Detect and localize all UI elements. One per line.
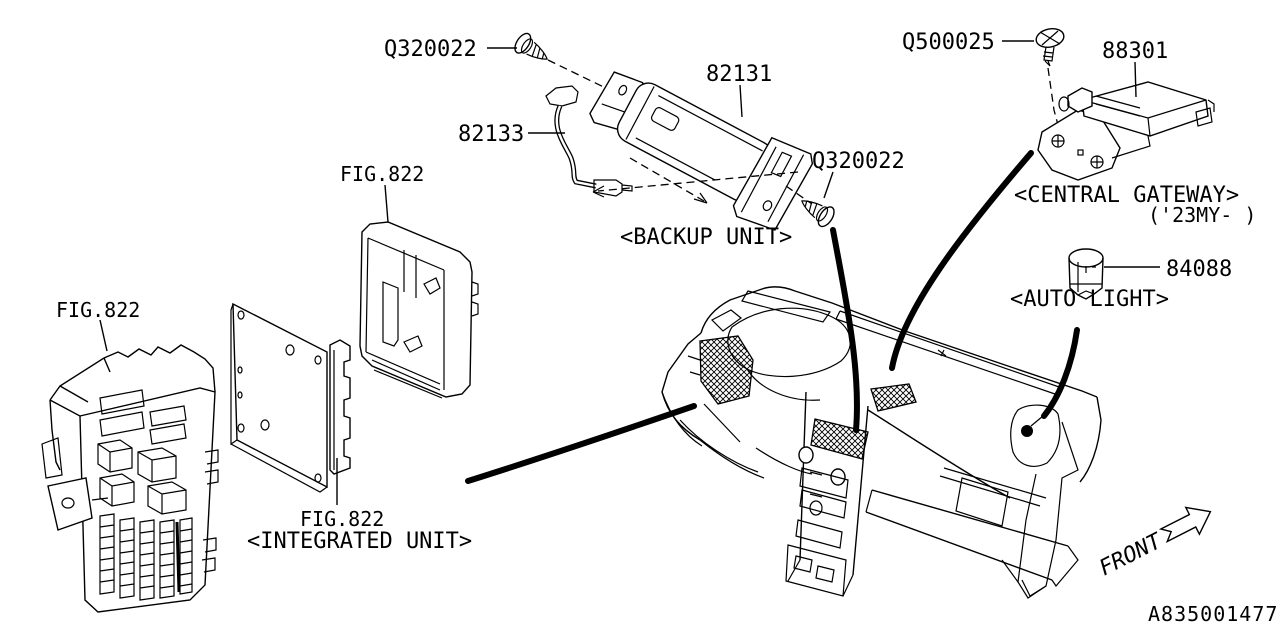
dashboard-drawing	[661, 286, 1102, 599]
backup-install-arrows	[592, 157, 799, 204]
dash-center-display-hatch	[810, 418, 869, 460]
bracket-fig-leader	[384, 184, 389, 223]
screw-q500025-label: Q500025	[902, 30, 995, 55]
fuse-box-drawing	[41, 344, 219, 613]
backup-unit-caption: <BACKUP UNIT>	[620, 225, 792, 250]
leader-curve-gateway-to-dash	[889, 150, 1034, 371]
dash-left-vent-hatch	[699, 335, 754, 405]
integrated-fig-label: FIG.822	[300, 507, 384, 531]
front-direction: FRONT	[1095, 506, 1212, 581]
bracket-fig-label: FIG.822	[340, 162, 424, 186]
leader-curve-autolight-to-dash	[1041, 327, 1080, 419]
autolight-sensor-drawing	[1068, 248, 1104, 300]
screw-q320022-top-label: Q320022	[384, 37, 477, 62]
fusebox-fig-leader	[99, 319, 108, 352]
backup-unit-drawing	[589, 71, 814, 231]
backup-unit-leader	[739, 84, 743, 118]
screw-q320022-mid-leader	[823, 171, 834, 199]
integrated-unit-drawing	[230, 302, 351, 493]
screw-q320022-mid-axis	[785, 185, 813, 205]
front-arrow-icon	[1158, 506, 1212, 544]
front-label: FRONT	[1095, 528, 1167, 581]
integrated-unit-caption: <INTEGRATED UNIT>	[247, 529, 472, 554]
autolight-label: 84088	[1166, 257, 1232, 282]
central-gateway-label: 88301	[1102, 39, 1168, 64]
leader-curve-integrated-to-dash	[465, 403, 697, 484]
central-gateway-note: ('23MY- )	[1148, 203, 1256, 227]
leader-curve-backup-to-dash	[830, 227, 860, 433]
bracket-case-drawing	[359, 221, 479, 399]
antenna-cord-label: 82133	[458, 122, 524, 147]
central-gateway-drawing	[1037, 81, 1215, 181]
fusebox-fuse-strips	[99, 513, 193, 601]
screw-q320022-top-icon	[514, 32, 548, 60]
central-gateway-caption: <CENTRAL GATEWAY>	[1014, 183, 1239, 208]
screw-q320022-mid-icon	[801, 200, 835, 228]
doc-id: A835001477	[1148, 602, 1278, 626]
leader-curves	[465, 150, 1080, 484]
backup-unit-label: 82131	[706, 62, 772, 87]
dash-right-grille-hatch	[870, 383, 917, 412]
autolight-caption: <AUTO LIGHT>	[1010, 287, 1169, 312]
fusebox-bracket-ear	[47, 477, 93, 531]
screw-q500025-axis	[1047, 67, 1063, 141]
screw-q500025-icon	[1035, 28, 1065, 67]
central-gateway-leader	[1134, 61, 1137, 98]
screw-q320022-mid-label: Q320022	[812, 149, 905, 174]
autolight-mount-dot	[1021, 425, 1033, 437]
fusebox-fig-label: FIG.822	[56, 298, 140, 322]
